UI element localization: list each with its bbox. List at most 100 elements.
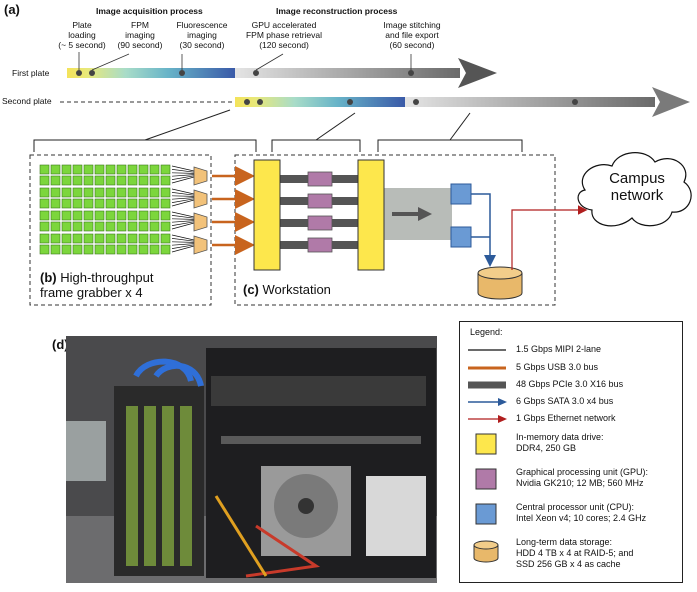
mipi-line (171, 220, 195, 223)
sensor-cell (83, 164, 94, 175)
marker-dot (572, 99, 578, 105)
sensor-cell (138, 233, 149, 244)
sensor-cell (105, 210, 116, 221)
sensor-cell (94, 210, 105, 221)
sensor-cell (127, 187, 138, 198)
legend-mipi: 1.5 Gbps MIPI 2-lane (516, 344, 602, 354)
sensor-cell (94, 244, 105, 255)
sensor-cell (61, 221, 72, 232)
sensor-cell (160, 233, 171, 244)
sensor-cell (149, 164, 160, 175)
ethernet-link (511, 205, 588, 270)
sensor-cell (116, 210, 127, 221)
legend-sata: 6 Gbps SATA 3.0 x4 bus (516, 396, 614, 406)
marker-dot (347, 99, 353, 105)
sensor-cell (50, 221, 61, 232)
sensor-cell (61, 233, 72, 244)
sensor-cell (138, 187, 149, 198)
sensor-cell (160, 221, 171, 232)
sensor-cell (61, 244, 72, 255)
campus-cloud (577, 152, 692, 227)
sensor-cell (127, 221, 138, 232)
sensor-cell (127, 244, 138, 255)
mipi-line (171, 192, 195, 196)
sensor-cell (116, 221, 127, 232)
mipi-line (171, 234, 195, 241)
sensor-cell (160, 198, 171, 209)
sensor-cell (39, 164, 50, 175)
mipi-line (171, 218, 195, 220)
legend-gpu: Graphical processing unit (GPU):Nvidia G… (516, 467, 649, 488)
sensor-cell (138, 221, 149, 232)
legend-title: Legend: (470, 327, 503, 337)
marker-dot (408, 70, 414, 76)
sensor-cell (83, 221, 94, 232)
sensor-cell (116, 175, 127, 186)
sensor-cell (127, 233, 138, 244)
sensor-cell (50, 244, 61, 255)
legend-storage: Long-term data storage:HDD 4 TB x 4 at R… (516, 537, 634, 569)
sensor-cell (83, 187, 94, 198)
sensor-cell (83, 175, 94, 186)
mipi-line (171, 244, 195, 249)
sensor-cell (39, 244, 50, 255)
legend-usb: 5 Gbps USB 3.0 bus (516, 362, 599, 372)
sensor-cell (94, 233, 105, 244)
sensor-cell (160, 175, 171, 186)
sensor-cell (94, 164, 105, 175)
marker-dot (244, 99, 250, 105)
sensor-cell (127, 164, 138, 175)
sensor-cell (39, 198, 50, 209)
sensor-cell (39, 233, 50, 244)
sensor-cell (149, 221, 160, 232)
sensor-cell (149, 244, 160, 255)
panel-b-label: (b) High-throughput frame grabber x 4 (40, 270, 154, 300)
legend-ethernet: 1 Gbps Ethernet network (516, 413, 616, 423)
mipi-line (171, 243, 195, 246)
sensor-cell (50, 233, 61, 244)
sensor-cell (94, 187, 105, 198)
sensor-cell (83, 244, 94, 255)
sensor-cell (149, 175, 160, 186)
mipi-line (171, 165, 195, 172)
sensor-cell (72, 198, 83, 209)
sensor-cell (39, 221, 50, 232)
panel-b-box (29, 154, 212, 306)
sensor-cell (94, 221, 105, 232)
marker-dot (257, 99, 263, 105)
second-plate-label: Second plate (2, 96, 52, 106)
marker-dot (89, 70, 95, 76)
panel-a-label: (a) (4, 2, 20, 17)
sensor-cell (72, 175, 83, 186)
sensor-cell (39, 187, 50, 198)
sensor-cell (160, 164, 171, 175)
sensor-cell (138, 164, 149, 175)
hardware-photo (66, 336, 437, 583)
legend-ddr: In-memory data drive:DDR4, 250 GB (516, 432, 604, 453)
mipi-line (171, 188, 195, 195)
legend-box: Legend: 1.5 Gbps MIPI 2-lane 5 Gbps USB … (459, 321, 683, 583)
mipi-line (171, 215, 195, 219)
marker-dot (253, 70, 259, 76)
grabber-connector (193, 212, 208, 232)
sensor-cell (94, 198, 105, 209)
sensor-cell (116, 233, 127, 244)
ddr-block-left (253, 159, 281, 271)
panel-d-label: (d) (52, 337, 69, 352)
legend-pcie: 48 Gbps PCIe 3.0 X16 bus (516, 379, 624, 389)
sensor-arrays (39, 164, 208, 255)
mipi-line (171, 245, 195, 253)
sensor-cell (105, 175, 116, 186)
first-plate-label: First plate (12, 68, 50, 78)
second-plate-bar (60, 87, 690, 117)
legend-swatches (468, 349, 507, 563)
sensor-cell (83, 198, 94, 209)
sensor-cell (149, 210, 160, 221)
panel-c-label: (c) Workstation (243, 282, 331, 297)
cpu-swatch (475, 503, 497, 525)
marker-dot (76, 70, 82, 76)
storage-cylinder (477, 266, 523, 300)
